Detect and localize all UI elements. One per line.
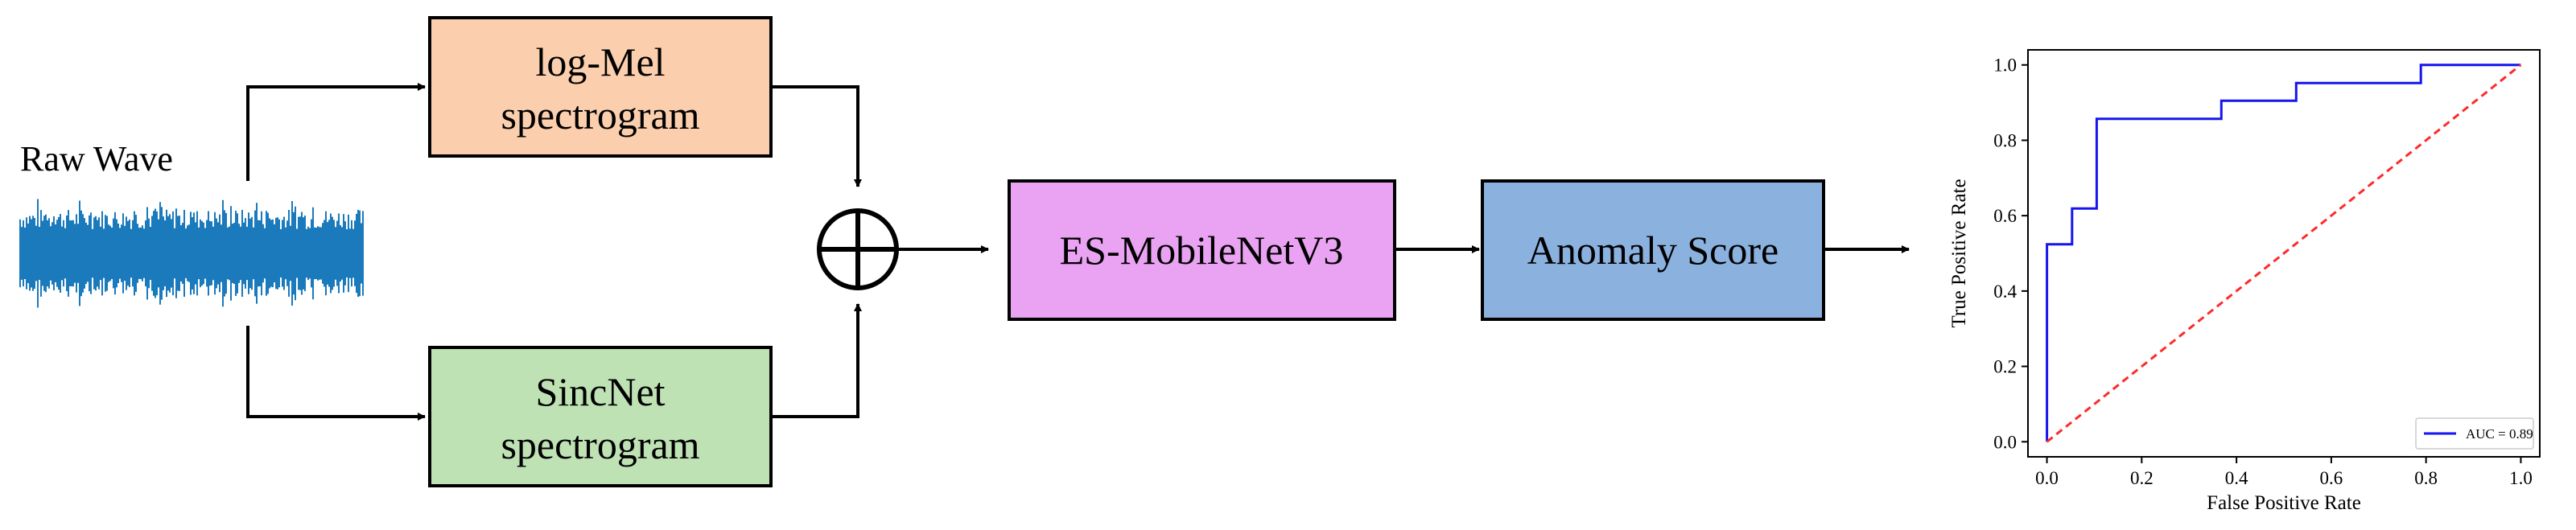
fusion-symbol [817,208,899,290]
mobilenet-box [1008,179,1396,321]
x-tick-label: 0.0 [2035,468,2059,488]
y-tick-label: 0.4 [1993,281,2017,302]
x-tick-label: 0.2 [2130,468,2154,488]
legend-label-auc: AUC = 0.89 [2466,426,2533,442]
logmel-spectrogram-node: log-Mel spectrogram [428,16,773,158]
x-tick-label: 0.6 [2320,468,2343,488]
roc-curve-line [2046,64,2521,442]
roc-chart: 0.0 0.2 0.4 0.6 0.8 1.0 0.0 0.2 0.4 0.6 0.8 1.0 AUC… [1948,49,2541,514]
roc-ylabel: True Positive Rate [1948,179,1970,327]
anomaly-label: Anomaly Score [1527,228,1778,273]
arrow-raw-to-logmel [246,83,426,181]
anomaly-score-node: Anomaly Score [1481,179,1825,321]
roc-ticks: 0.0 0.2 0.4 0.6 0.8 1.0 0.0 0.2 0.4 0.6 0.8 1.0 [1993,55,2533,488]
y-tick-label: 1.0 [1993,55,2017,76]
y-tick-label: 0.6 [1993,206,2017,226]
roc-baseline-line [2046,64,2522,443]
sincnet-spectrogram-node: SincNet spectrogram [428,346,773,487]
logmel-box [428,16,773,158]
sincnet-box [428,346,773,487]
roc-xlabel: False Positive Rate [2207,492,2361,514]
raw-wave-label: Raw Wave [20,139,173,179]
arrow-sincnet-to-fusion [771,303,862,418]
mobilenet-label: ES-MobileNetV3 [1060,228,1344,273]
anomaly-box [1481,179,1825,321]
x-tick-label: 0.8 [2414,468,2438,488]
y-tick-label: 0.2 [1993,357,2017,377]
logmel-label-line1: log-Mel [535,39,665,84]
connectors [246,83,1910,421]
logmel-label-line2: spectrogram [501,92,699,138]
raw-waveform [19,199,364,308]
arrow-logmel-to-fusion [771,85,862,187]
roc-lines [2046,64,2522,443]
roc-legend: AUC = 0.89 [2415,417,2534,450]
arrow-raw-to-sincnet [246,326,426,421]
x-tick-label: 0.4 [2225,468,2248,488]
sincnet-label-line1: SincNet [535,369,665,414]
sincnet-label-line2: spectrogram [501,422,699,467]
x-tick-label: 1.0 [2509,468,2533,488]
es-mobilenetv3-node: ES-MobileNetV3 [1008,179,1396,321]
y-tick-label: 0.0 [1993,432,2017,452]
y-tick-label: 0.8 [1993,130,2017,150]
legend-box [2415,417,2534,450]
